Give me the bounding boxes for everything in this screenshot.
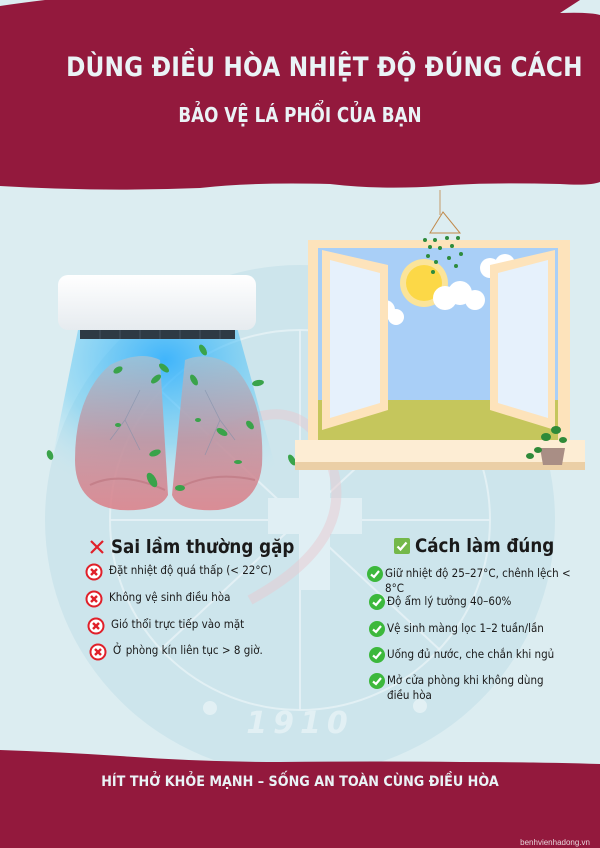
check-circle-icon [369,647,385,663]
footer-slogan: HÍT THỞ KHỎE MẠNH – SỐNG AN TOÀN CÙNG ĐI… [101,774,499,790]
correct-title: Cách làm đúng [415,535,555,557]
mistake-item: Gió thổi trực tiếp vào mặt [87,617,259,635]
air-conditioner-illustration [58,275,256,339]
check-circle-icon [369,673,385,689]
check-box-icon [394,538,410,554]
correct-heading: Cách làm đúng [394,535,573,557]
error-circle-icon [85,563,103,581]
correct-item: Độ ẩm lý tưởng 40–60% [369,594,525,610]
page-title: DÙNG ĐIỀU HÒA NHIỆT ĐỘ ĐÚNG CÁCH [66,52,583,83]
check-circle-icon [369,594,385,610]
mistake-item: Ở phòng kín liên tục > 8 giờ. [89,643,279,661]
lungs-illustration [75,356,263,511]
mistake-item: Không vệ sinh điều hòa [85,590,244,608]
leaves [46,344,296,491]
footer-banner [0,750,600,848]
correct-item: Vệ sinh màng lọc 1–2 tuần/lần [369,621,561,637]
page-subtitle: BẢO VỆ LÁ PHỔI CỦA BẠN [178,103,422,127]
window-illustration [295,190,585,470]
error-circle-icon [89,643,107,661]
website-link[interactable]: benhvienhadong.vn [520,838,590,847]
error-circle-icon [85,590,103,608]
header-banner [0,0,600,190]
mistake-item: Đặt nhiệt độ quá thấp (< 22°C) [85,563,290,581]
mistakes-title: Sai lầm thường gặp [111,536,295,558]
error-circle-icon [87,617,105,635]
cross-mark-icon [90,540,104,554]
correct-item: Giữ nhiệt độ 25–27°C, chênh lệch < 8°C [367,566,600,596]
mistakes-heading: Sai lầm thường gặp [88,536,319,558]
correct-item: Uống đủ nước, che chắn khi ngủ [369,647,573,663]
watermark-year: 1910 [246,706,354,741]
correct-item: Mở cửa phòng khi không dùng điều hòa [369,673,569,703]
check-circle-icon [369,621,385,637]
check-circle-icon [367,566,383,582]
